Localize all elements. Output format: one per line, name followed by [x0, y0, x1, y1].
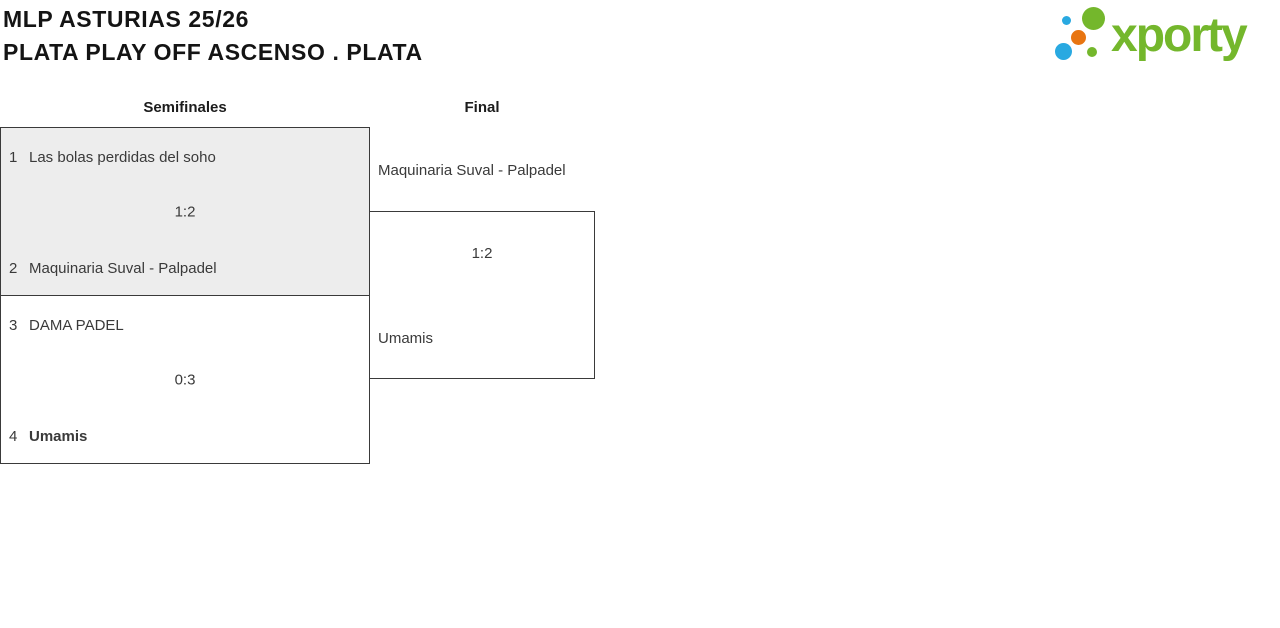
xporty-logo[interactable]: xporty [1050, 0, 1280, 75]
semifinal-2-match[interactable]: 3 DAMA PADEL 0:3 4 Umamis [0, 295, 370, 464]
semifinal-2-team-bottom[interactable]: 4 Umamis [1, 427, 369, 446]
semifinal-2-score: 0:3 [174, 371, 196, 388]
semifinal-1-score: 1:2 [174, 203, 196, 220]
team-name: Las bolas perdidas del soho [29, 149, 216, 166]
team-name: Maquinaria Suval - Palpadel [29, 260, 217, 277]
team-seed: 2 [9, 260, 18, 277]
logo-dot-green-large-icon [1082, 7, 1105, 30]
team-seed: 1 [9, 149, 18, 166]
tournament-name: MLP ASTURIAS 25/26 [3, 6, 249, 32]
team-seed: 3 [9, 317, 18, 334]
semifinal-2-team-top[interactable]: 3 DAMA PADEL [1, 316, 369, 335]
semifinal-1-match[interactable]: 1 Las bolas perdidas del soho 1:2 2 Maqu… [0, 127, 370, 296]
final-team-top[interactable]: Maquinaria Suval - Palpadel [378, 162, 566, 179]
team-name: DAMA PADEL [29, 317, 124, 334]
logo-dot-blue-medium-icon [1055, 43, 1072, 60]
team-seed: 4 [9, 428, 18, 445]
logo-dot-blue-small-icon [1062, 16, 1071, 25]
final-match[interactable] [369, 211, 595, 379]
logo-dot-orange-icon [1071, 30, 1086, 45]
final-score: 1:2 [471, 245, 493, 262]
semifinal-1-team-top[interactable]: 1 Las bolas perdidas del soho [1, 148, 369, 167]
logo-dot-green-small-icon [1087, 47, 1097, 57]
semifinal-1-team-bottom[interactable]: 2 Maquinaria Suval - Palpadel [1, 259, 369, 278]
page-title: MLP ASTURIAS 25/26 PLATA PLAY OFF ASCENS… [3, 3, 423, 69]
round-header-final: Final [464, 99, 500, 116]
logo-wordmark: xporty [1111, 9, 1248, 62]
team-name: Umamis [29, 428, 88, 445]
tournament-category: PLATA PLAY OFF ASCENSO . PLATA [3, 39, 423, 65]
round-header-semifinals: Semifinales [143, 99, 227, 116]
final-team-bottom[interactable]: Umamis [378, 330, 433, 347]
